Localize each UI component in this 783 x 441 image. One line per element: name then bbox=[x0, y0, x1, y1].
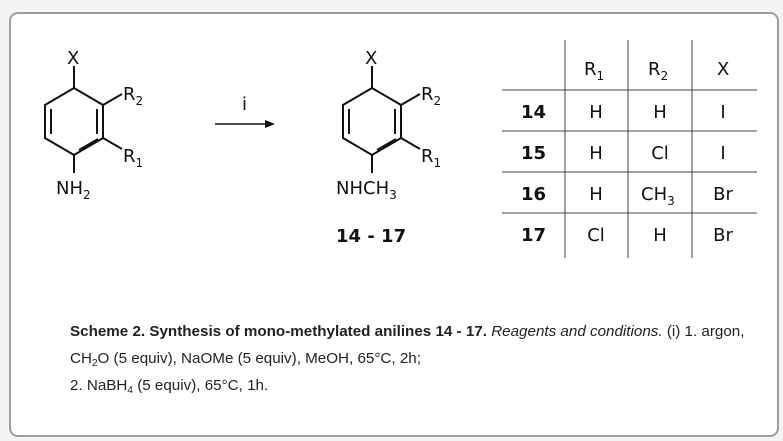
product-r1-label: R1 bbox=[421, 146, 441, 170]
caption-reagents-label: Reagents and conditions. bbox=[491, 323, 663, 340]
scheme-caption: Scheme 2. Synthesis of mono-methylated a… bbox=[70, 318, 770, 399]
reactant-r2-label: R2 bbox=[123, 84, 143, 108]
arrow-condition-label: i bbox=[242, 94, 247, 115]
table-cell-r1: H bbox=[589, 102, 603, 123]
table-cell-r1: H bbox=[589, 184, 603, 205]
table-row-id: 14 bbox=[521, 102, 546, 123]
caption-step-1: (i) 1. argon, CH2O (5 equiv), NaOMe (5 e… bbox=[70, 323, 745, 369]
table-cell-x: I bbox=[720, 143, 725, 164]
table-cell-r1: Cl bbox=[587, 225, 605, 246]
product-methylamine-label: NHCH3 bbox=[336, 178, 397, 202]
substituent-table bbox=[502, 40, 757, 258]
product-compound-range: 14 - 17 bbox=[336, 226, 406, 247]
product-structure bbox=[342, 66, 421, 173]
table-header-x: X bbox=[717, 59, 729, 80]
caption-step-2: 2. NaBH4 (5 equiv), 65°C, 1h. bbox=[70, 377, 269, 396]
product-r2-label: R2 bbox=[421, 84, 441, 108]
table-cell-r2: CH3 bbox=[641, 184, 675, 208]
table-cell-x: Br bbox=[713, 225, 733, 246]
scheme-card bbox=[9, 12, 779, 437]
table-cell-r2: H bbox=[653, 225, 667, 246]
table-row-id: 17 bbox=[521, 225, 546, 246]
table-cell-x: I bbox=[720, 102, 725, 123]
table-cell-r1: H bbox=[589, 143, 603, 164]
reactant-structure bbox=[44, 66, 123, 173]
table-header-r1: R1 bbox=[584, 59, 604, 83]
table-cell-x: Br bbox=[713, 184, 733, 205]
reactant-r1-label: R1 bbox=[123, 146, 143, 170]
caption-title: Scheme 2. Synthesis of mono-methylated a… bbox=[70, 323, 487, 340]
product-x-label: X bbox=[365, 48, 377, 69]
reactant-amine-label: NH2 bbox=[56, 178, 91, 202]
table-header-r2: R2 bbox=[648, 59, 668, 83]
reactant-x-label: X bbox=[67, 48, 79, 69]
table-row-id: 16 bbox=[521, 184, 546, 205]
table-cell-r2: H bbox=[653, 102, 667, 123]
table-cell-r2: Cl bbox=[651, 143, 669, 164]
reaction-arrow bbox=[215, 120, 275, 128]
table-row-id: 15 bbox=[521, 143, 546, 164]
